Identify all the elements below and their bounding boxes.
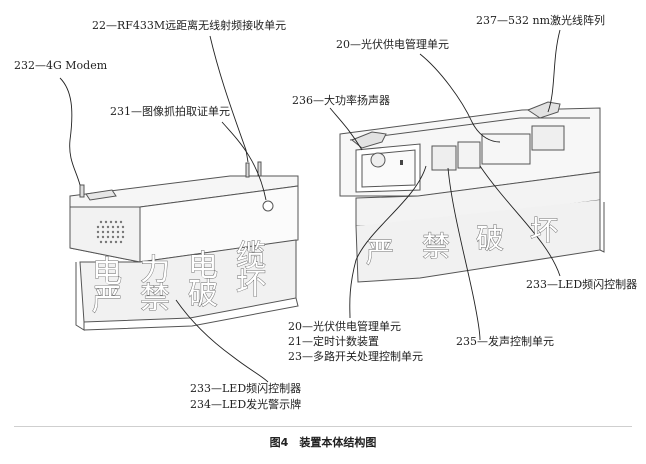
right-led-panel <box>355 200 601 283</box>
sign-char: 禁 <box>422 230 450 263</box>
sign-char: 破 <box>476 222 504 255</box>
label-sound-ctrl: 235—发声控制单元 <box>456 335 554 348</box>
speaker-grille <box>96 220 125 244</box>
label-multi-switch: 23—多路开关处理控制单元 <box>288 350 423 363</box>
led-flash-module <box>481 133 531 165</box>
left-sign-text: 电 力 电 缆 严 禁 破 坏 <box>92 239 267 319</box>
sign-char: 破 <box>188 277 218 312</box>
label-camera: 231—图像抓拍取证单元 <box>110 105 230 118</box>
figure-caption: 图4 装置本体结构图 <box>269 436 377 449</box>
left-device <box>69 161 299 331</box>
label-led-flash-right: 233—LED频闪控制器 <box>526 278 638 291</box>
label-modem: 232—4G Modem <box>14 59 108 72</box>
sign-char: 力 <box>140 253 170 288</box>
left-front-face <box>69 206 141 263</box>
sign-char: 坏 <box>236 267 266 302</box>
modem-antenna <box>79 184 85 198</box>
sign-char: 电 <box>92 255 122 290</box>
label-laser: 237—532 nm激光线阵列 <box>476 14 606 27</box>
speaker-horn <box>370 152 386 168</box>
sign-char: 禁 <box>140 281 170 316</box>
sign-char: 严 <box>92 283 122 318</box>
right-device <box>339 101 605 283</box>
label-pv-bottom: 20—光伏供电管理单元 <box>288 320 401 333</box>
label-timer: 21—定时计数装置 <box>288 335 379 348</box>
sound-control-module <box>457 141 481 169</box>
sign-char: 坏 <box>530 214 558 247</box>
sign-char: 严 <box>366 236 394 269</box>
camera-lens <box>262 200 274 212</box>
right-sign-text: 严 禁 破 坏 <box>366 214 559 270</box>
label-rf433m: 22—RF433M远距离无线射频接收单元 <box>92 19 287 32</box>
label-pv-top: 20—光伏供电管理单元 <box>336 38 449 51</box>
label-led-flash-left: 233—LED频闪控制器 <box>190 382 302 395</box>
pv-module <box>431 145 457 171</box>
label-speaker: 236—大功率扬声器 <box>292 94 390 107</box>
caption-divider <box>14 426 632 427</box>
sign-char: 电 <box>188 249 218 284</box>
label-led-sign: 234—LED发光警示牌 <box>190 398 302 411</box>
laser-module <box>531 125 565 151</box>
sign-char: 缆 <box>236 239 266 274</box>
leader-lines <box>59 29 561 383</box>
